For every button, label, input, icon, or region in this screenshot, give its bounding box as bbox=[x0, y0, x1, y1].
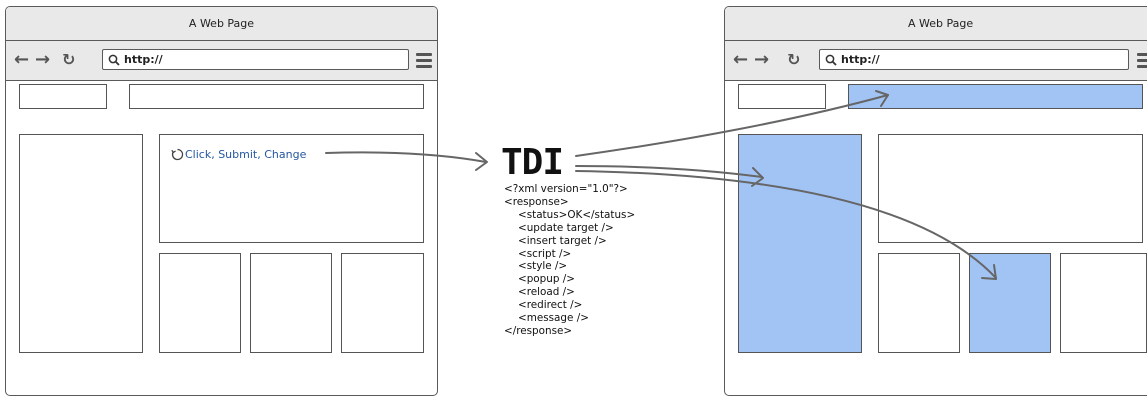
code-line: <response> bbox=[504, 195, 569, 208]
url-input[interactable]: http:// bbox=[819, 49, 1129, 70]
code-line: <status>OK</status> bbox=[518, 208, 636, 221]
arrow-request bbox=[325, 151, 487, 163]
refresh-icon[interactable]: ↻ bbox=[62, 50, 76, 69]
url-text: http:// bbox=[841, 53, 880, 66]
window-title-text: A Web Page bbox=[908, 17, 974, 30]
code-line: <style /> bbox=[518, 260, 568, 273]
arrow-insert-box bbox=[575, 170, 997, 279]
code-line: <popup /> bbox=[518, 273, 575, 286]
browser-toolbar: ← → ↻ http:// bbox=[6, 41, 437, 81]
arrow-update-sidebar bbox=[575, 165, 763, 178]
code-line: <reload /> bbox=[518, 286, 575, 299]
search-icon bbox=[108, 54, 120, 66]
code-line: <update target /> bbox=[518, 221, 614, 234]
left-bottom-box-2 bbox=[250, 253, 332, 353]
right-main-box bbox=[878, 134, 1143, 243]
forward-arrow-icon[interactable]: → bbox=[754, 49, 770, 70]
code-line: </response> bbox=[504, 324, 573, 337]
right-sidebar-box-updated bbox=[738, 134, 862, 353]
action-link[interactable]: Click, Submit, Change bbox=[171, 148, 306, 161]
code-line: <redirect /> bbox=[518, 299, 583, 312]
right-bottom-box-3 bbox=[1060, 253, 1147, 353]
back-arrow-icon[interactable]: ← bbox=[733, 49, 749, 70]
search-icon bbox=[825, 54, 837, 66]
right-bottom-box-2-updated bbox=[969, 253, 1051, 353]
code-line: <?xml version="1.0"?> bbox=[504, 183, 628, 195]
url-input[interactable]: http:// bbox=[102, 49, 409, 70]
back-arrow-icon[interactable]: ← bbox=[14, 49, 30, 70]
arrow-update-header-head bbox=[875, 90, 889, 107]
right-header-box-wide-updated bbox=[848, 84, 1143, 109]
right-bottom-box-1 bbox=[878, 253, 960, 353]
tdi-title: TDI bbox=[501, 142, 564, 183]
window-title: A Web Page bbox=[6, 7, 437, 41]
action-link-label: Click, Submit, Change bbox=[185, 148, 307, 161]
code-line: <script /> bbox=[518, 247, 572, 260]
refresh-icon[interactable]: ↻ bbox=[787, 50, 801, 69]
code-line: <message /> bbox=[518, 312, 589, 325]
flow-arrows bbox=[325, 90, 997, 280]
code-line: <insert target /> bbox=[518, 234, 607, 247]
left-header-box-small bbox=[19, 84, 107, 109]
menu-icon[interactable] bbox=[1137, 53, 1147, 71]
left-bottom-box-1 bbox=[159, 253, 241, 353]
arrow-insert-box-head bbox=[981, 264, 997, 280]
arrow-request-head bbox=[475, 152, 488, 171]
xml-response-code: <?xml version="1.0"?> <response> <status… bbox=[504, 183, 635, 338]
forward-arrow-icon[interactable]: → bbox=[35, 49, 51, 70]
url-text: http:// bbox=[124, 53, 163, 66]
loading-spinner-icon bbox=[171, 148, 184, 161]
browser-toolbar: ← → ↻ http:// bbox=[725, 41, 1147, 81]
left-sidebar-box bbox=[19, 134, 143, 353]
right-header-box-small bbox=[738, 84, 826, 109]
left-header-box-wide bbox=[129, 84, 424, 109]
arrow-update-header bbox=[575, 94, 889, 157]
menu-icon[interactable] bbox=[416, 53, 432, 71]
window-title: A Web Page bbox=[725, 7, 1147, 41]
left-bottom-box-3 bbox=[341, 253, 424, 353]
